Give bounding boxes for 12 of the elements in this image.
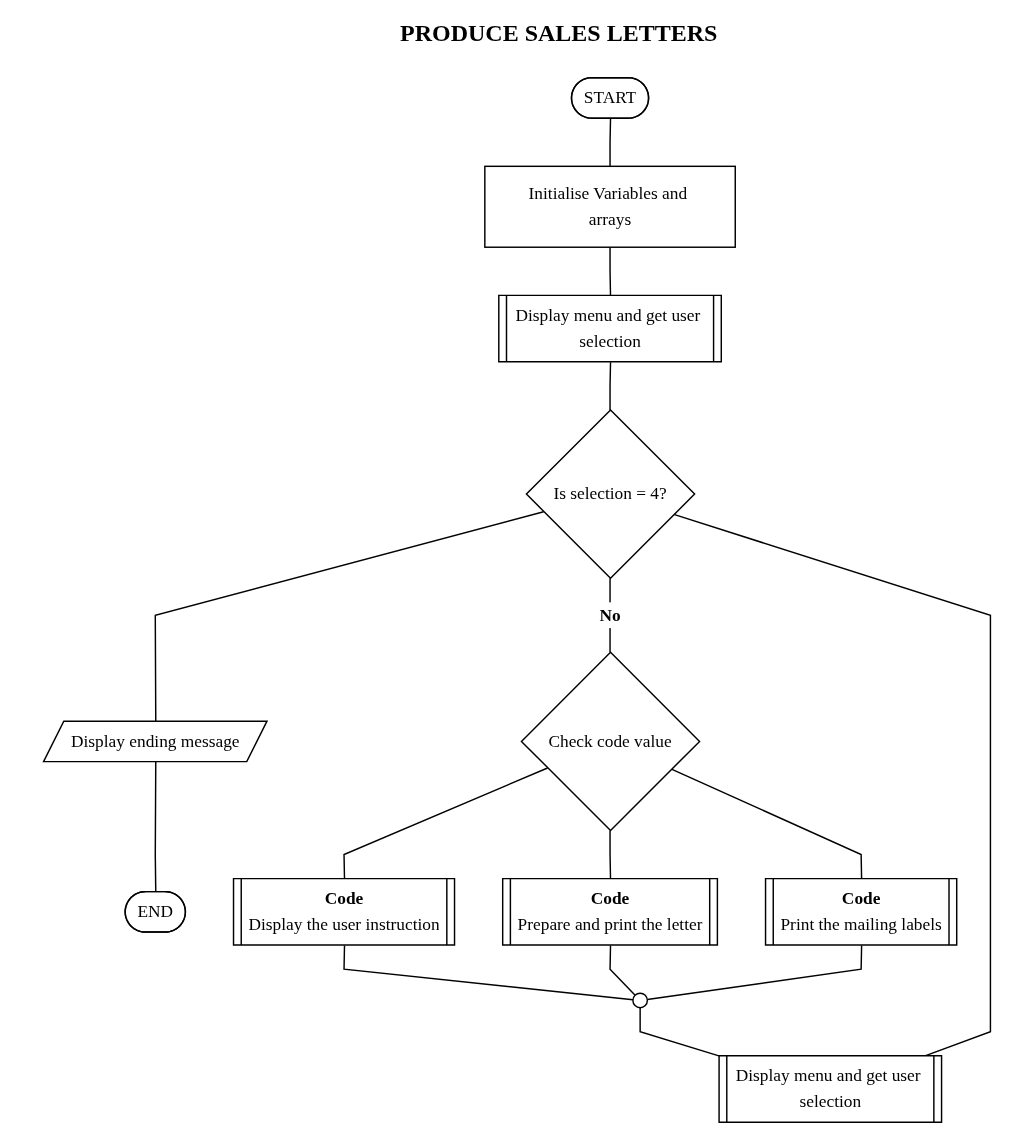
node-label: Code [590, 888, 630, 908]
node-circle [632, 992, 649, 1009]
node-label: Code [324, 888, 364, 908]
diagram-title: PRODUCE SALES LETTERS [400, 20, 718, 47]
node-label: Code [841, 888, 881, 908]
connector [154, 761, 157, 893]
node-diamond: Is selection = 4? [525, 408, 696, 580]
node-box: Initialise Variables and arrays [484, 165, 736, 248]
edge-label: No [599, 605, 621, 625]
node-diamond: Check code value [520, 651, 701, 832]
connector [609, 117, 612, 168]
connector [609, 361, 612, 411]
